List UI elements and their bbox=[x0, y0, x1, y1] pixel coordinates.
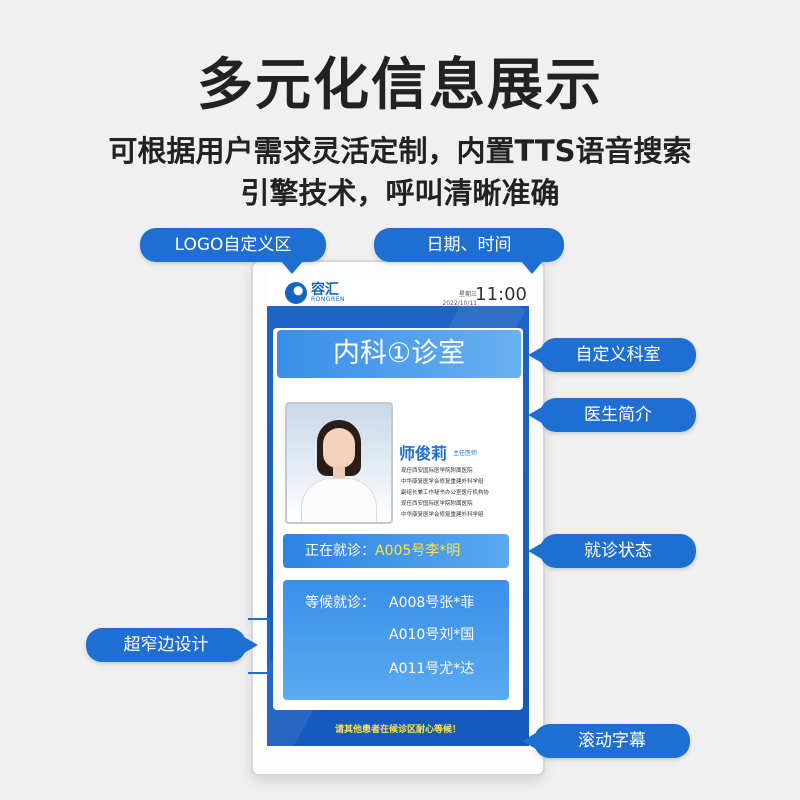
subtitle-line-2: 引擎技术，呼叫清晰准确 bbox=[240, 176, 560, 210]
logo-chinese: 容汇 bbox=[311, 282, 339, 298]
department-banner: 内科①诊室 bbox=[277, 330, 521, 378]
brand-logo: 容汇 RONGREN bbox=[285, 282, 345, 304]
doctor-bio: 现任西安国际医学院附属医院 中华康复医学会修复重建外科学组 副组长兼工作秘书办公… bbox=[401, 466, 519, 521]
callout-datetime: 日期、时间 bbox=[374, 228, 564, 274]
doctor-bio-line: 现任西安国际医学院附属医院 bbox=[401, 501, 473, 507]
waiting-label: 等候就诊： bbox=[305, 595, 375, 611]
callout-status: 就诊状态 bbox=[528, 534, 696, 568]
logo-icon bbox=[285, 282, 307, 304]
weekday: 星期三 bbox=[458, 291, 477, 298]
waiting-patient: A010号刘*国 bbox=[389, 627, 475, 643]
current-label: 正在就诊： bbox=[305, 543, 375, 559]
callout-logo: LOGO自定义区 bbox=[140, 228, 326, 274]
date: 2022/10/11 bbox=[442, 300, 477, 307]
callout-doctor: 医生简介 bbox=[528, 398, 696, 432]
subtitle-line-1: 可根据用户需求灵活定制，内置TTS语音搜索 bbox=[108, 134, 692, 168]
waiting-patient: A011号尤*达 bbox=[389, 661, 475, 677]
doctor-bio-line: 现任西安国际医学院附属医院 bbox=[401, 468, 473, 474]
callout-narrow-bezel: 超窄边设计 bbox=[86, 628, 258, 662]
current-status: 正在就诊：A005号李*明 bbox=[283, 534, 509, 568]
doctor-title: 主任医师 bbox=[453, 450, 478, 457]
headline: 多元化信息展示 bbox=[197, 53, 603, 118]
waiting-patient: A008号张*菲 bbox=[389, 595, 475, 611]
bezel-bracket bbox=[248, 618, 270, 674]
callout-department: 自定义科室 bbox=[528, 338, 696, 372]
clock: 11:00 bbox=[475, 284, 527, 305]
logo-english: RONGREN bbox=[311, 296, 345, 303]
display-device: 容汇 RONGREN 星期三 2022/10/11 11:00 内科①诊室 师俊… bbox=[253, 262, 543, 774]
doctor-name: 师俊莉 bbox=[399, 444, 448, 463]
date-block: 星期三 2022/10/11 bbox=[442, 290, 477, 308]
callout-ticker: 滚动字幕 bbox=[522, 724, 690, 758]
doctor-bio-line: 中华康复医学会修复重建外科学组 bbox=[401, 479, 484, 485]
waiting-list: 等候就诊： A008号张*菲 A010号刘*国 A011号尤*达 bbox=[283, 580, 509, 700]
doctor-bio-line: 中华康复医学会修复重建外科学组 bbox=[401, 512, 484, 518]
doctor-bio-line: 副组长兼工作秘书办公室医疗机构协 bbox=[401, 490, 490, 496]
screen-main: 内科①诊室 师俊莉 主任医师 现任西安国际医学院附属医院 中华康复医学会修复重建… bbox=[267, 306, 529, 746]
doctor-photo bbox=[285, 402, 393, 524]
scrolling-ticker: 请其他患者在候诊区耐心等候！ bbox=[334, 725, 461, 735]
current-patient: A005号李*明 bbox=[375, 543, 461, 559]
